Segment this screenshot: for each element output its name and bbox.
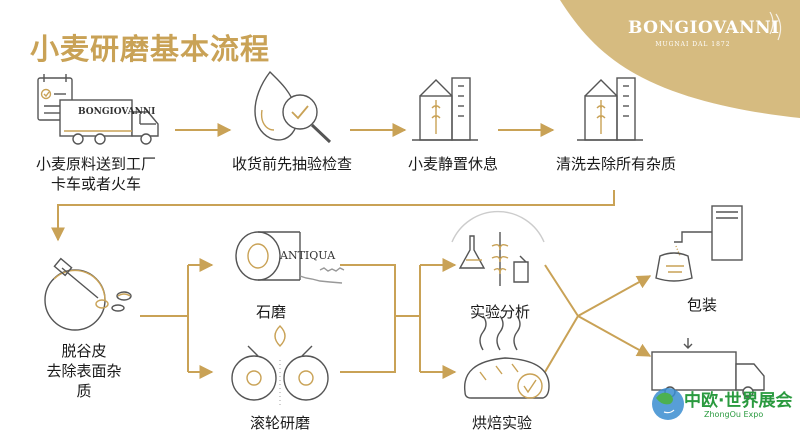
grain-silo-icon-resting (412, 77, 478, 141)
merge-bracket (340, 264, 396, 373)
step-sampling-label: 收货前先抽验检查 (231, 155, 353, 173)
step-baking-label: 烘焙实验 (471, 414, 533, 432)
arrow-to-packing (577, 275, 652, 317)
step-lab-label: 实验分析 (469, 303, 531, 321)
arrow-to-shipping (577, 315, 652, 357)
step-debranning-label-line2: 去除表面杂 (46, 362, 122, 380)
debranning-roller-icon (44, 257, 132, 331)
brand-corner-banner (560, 0, 800, 118)
flow-arrows (51, 123, 652, 379)
magnifier-inspection-icon (254, 70, 332, 144)
watermark-globe-icon (652, 388, 684, 420)
step-roller-mill-label: 滚轮研磨 (249, 414, 311, 432)
brand-tagline: MUGNAI DAL 1872 (655, 41, 731, 48)
step-stone-mill-label: 石磨 (255, 303, 287, 321)
step-packing-label: 包装 (686, 296, 718, 314)
truck-with-checklist-icon (37, 74, 159, 145)
page-title: 小麦研磨基本流程 (30, 32, 271, 66)
roller-mill-icon (231, 325, 329, 408)
bread-baking-icon (464, 315, 550, 399)
step-debranning-label-line1: 脱谷皮 (61, 342, 107, 360)
truck-brand-label: BONGIOVANNI (78, 107, 156, 117)
millstone-icon (235, 231, 345, 284)
watermark: 中欧·世界展会 ZhongOu Expo (654, 384, 800, 447)
lab-analysis-icon (451, 210, 545, 286)
grain-silo-icon-cleaning (577, 77, 643, 141)
merge-bracket-final (544, 264, 580, 373)
brand-logo: BONGIOVANNI MUGNAI DAL 1872 (628, 18, 780, 48)
step-cleaning-label: 清洗去除所有杂质 (555, 155, 677, 173)
step-delivery-label-line2: 卡车或者火车 (50, 175, 142, 193)
step-debranning-label-line3: 质 (76, 382, 92, 400)
flour-bag-packing-icon (655, 205, 743, 282)
brand-name: BONGIOVANNI (628, 18, 780, 38)
step-resting-label: 小麦静置休息 (407, 155, 499, 173)
watermark-text: 中欧·世界展会 (684, 391, 793, 411)
arrow-cleaning-to-debranning (51, 190, 615, 242)
millstone-text: ANTIQUA (280, 249, 336, 262)
watermark-subtext: ZhongOu Expo (704, 410, 764, 419)
step-delivery-label-line1: 小麦原料送到工厂 (35, 155, 157, 173)
